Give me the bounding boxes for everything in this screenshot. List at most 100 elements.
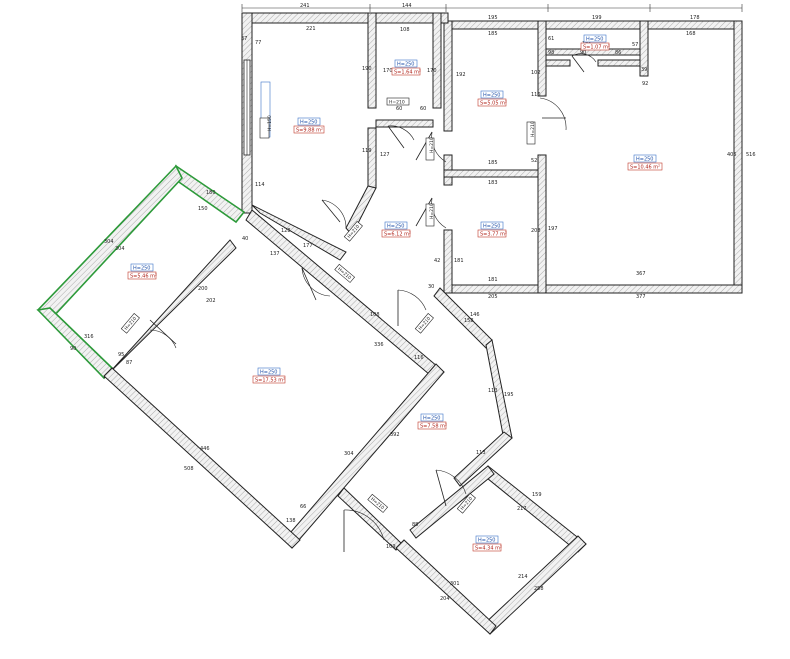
room-k-area: S=4.34 m²: [475, 546, 502, 552]
walls-right-block: [443, 20, 743, 294]
room-e-height: H=250: [636, 157, 654, 163]
dim-top-2: 144: [402, 3, 412, 9]
dim-h-11: 87: [126, 360, 132, 366]
svg-text:H=210: H=210: [429, 203, 435, 219]
walls-top-left-block: [241, 12, 449, 261]
dim-f-7: 42: [434, 258, 440, 264]
room-e-area: S=10.46 m²: [630, 165, 660, 171]
dim-top-5: 178: [690, 15, 700, 21]
room-d-height: H=250: [586, 37, 604, 43]
dim-i-5: 508: [184, 466, 194, 472]
top-dimension-chain: 241 144 195 199 178: [241, 3, 743, 21]
room-k-tag: H=250 S=4.34 m²: [472, 535, 502, 552]
room-j-height: H=250: [423, 416, 441, 422]
doors: [149, 53, 597, 552]
room-b-height: H=250: [397, 62, 415, 68]
dim-a-right3: 127: [380, 152, 390, 158]
dim-c-right: 102: [531, 70, 541, 76]
dim-f-4: 197: [548, 226, 558, 232]
dim-c-top: 185: [488, 31, 498, 37]
dim-b-right: 170: [427, 68, 437, 74]
dim-h-1: 180: [206, 190, 216, 196]
dim-a-right2: 119: [362, 148, 372, 154]
room-c-area: S=5.05 m²: [480, 101, 507, 107]
dim-d-5: 61: [548, 36, 554, 42]
room-g-height: H=250: [483, 224, 501, 230]
dim-e-outer2: 377: [636, 294, 646, 300]
dim-k-10: 66: [300, 504, 306, 510]
dim-h-5: 316: [84, 334, 94, 340]
room-tags: H=250 S=9.88 m² H=250 S=1.64 m² H=250 S=…: [127, 34, 663, 552]
door-tag-2: H=210: [425, 203, 435, 227]
dim-h-9: 40: [242, 236, 248, 242]
dim-k-6: 214: [518, 574, 528, 580]
svg-text:H=210: H=210: [530, 121, 536, 137]
dim-b-top: 108: [400, 27, 410, 33]
dim-k-3: 301: [450, 581, 460, 587]
dim-f-3: 208: [531, 228, 541, 234]
room-f-area: S=6.12 m²: [384, 232, 411, 238]
dim-a-diag2: 177: [303, 243, 313, 249]
room-c-tag: H=250 S=5.05 m²: [477, 90, 507, 107]
dim-k-5: 258: [534, 586, 544, 592]
dim-b-left: 170: [383, 68, 393, 74]
room-a-height: H=250: [300, 120, 318, 126]
dim-e-outer: 516: [746, 152, 756, 158]
dim-k-7: 88: [412, 522, 418, 528]
dim-j-6: 392: [390, 432, 400, 438]
window-room-a: [243, 59, 271, 156]
dim-h-10: 95: [118, 352, 124, 358]
dim-e-right: 405: [727, 152, 737, 158]
dim-a-diag: 128: [281, 228, 291, 234]
walls-room-i: [103, 209, 445, 549]
svg-text:H=210: H=210: [429, 137, 435, 153]
door-tag-6: H=210: [414, 312, 434, 334]
dim-a-side: 37: [241, 36, 247, 42]
dim-k-1: 159: [532, 492, 542, 498]
door-tag-9: H=210: [367, 493, 389, 513]
walls-room-k: [395, 465, 587, 635]
dim-i-3: 336: [374, 342, 384, 348]
window-tag-room-a: H=150: [259, 115, 273, 139]
svg-text:H=150: H=150: [267, 115, 273, 131]
dim-b-bottom: 60: [396, 106, 402, 112]
dim-b-bottom2: 60: [420, 106, 426, 112]
dim-e-top: 168: [686, 31, 696, 37]
room-h-area: S=5.46 m²: [130, 274, 157, 280]
room-g-tag: H=250 S=3.77 m²: [477, 221, 507, 238]
room-j-area: S=7.58 m²: [420, 424, 447, 430]
opening-tags: H=210 H=150 H=210 H=210 H=210 H=210 H=21…: [120, 97, 536, 514]
dim-c-left: 192: [456, 72, 466, 78]
dim-c-right2: 116: [531, 92, 541, 98]
room-d-tag: H=250 S=1.07 m²: [580, 34, 610, 51]
room-c-height: H=250: [483, 93, 501, 99]
dim-k-2: 217: [517, 506, 527, 512]
dim-j-2: 146: [470, 312, 480, 318]
dim-d-2: 57: [632, 42, 638, 48]
window-tag-room-b: H=210: [386, 97, 410, 106]
room-k-height: H=250: [478, 538, 496, 544]
dimension-labels: 221 190 119 127 114 128 177 37 77 108 17…: [70, 26, 756, 602]
dim-c-bottom: 185: [488, 160, 498, 166]
dim-j-5: 113: [476, 450, 486, 456]
dim-a-right: 190: [362, 66, 372, 72]
dim-h-8: 202: [206, 298, 216, 304]
dim-i-4: 446: [200, 446, 210, 452]
dim-d-7: 92: [642, 81, 648, 87]
dim-d-4: 86: [615, 50, 621, 56]
room-i-area: S=17.53 m²: [255, 378, 285, 384]
dim-top-1: 241: [300, 3, 310, 9]
dim-h-2: 150: [198, 206, 208, 212]
dim-f-2: 181: [488, 277, 498, 283]
dim-a-top: 221: [306, 26, 316, 32]
room-h-height: H=250: [133, 266, 151, 272]
dim-h-7: 200: [198, 286, 208, 292]
room-g-area: S=3.77 m²: [480, 232, 507, 238]
room-a-tag: H=250 S=9.88 m²: [293, 117, 325, 134]
dim-k-4: 204: [440, 596, 450, 602]
dim-h-4: 304: [115, 246, 125, 252]
room-a-area: S=9.88 m²: [296, 128, 323, 134]
dim-j-3: 113: [488, 388, 498, 394]
room-f-height: H=250: [387, 224, 405, 230]
